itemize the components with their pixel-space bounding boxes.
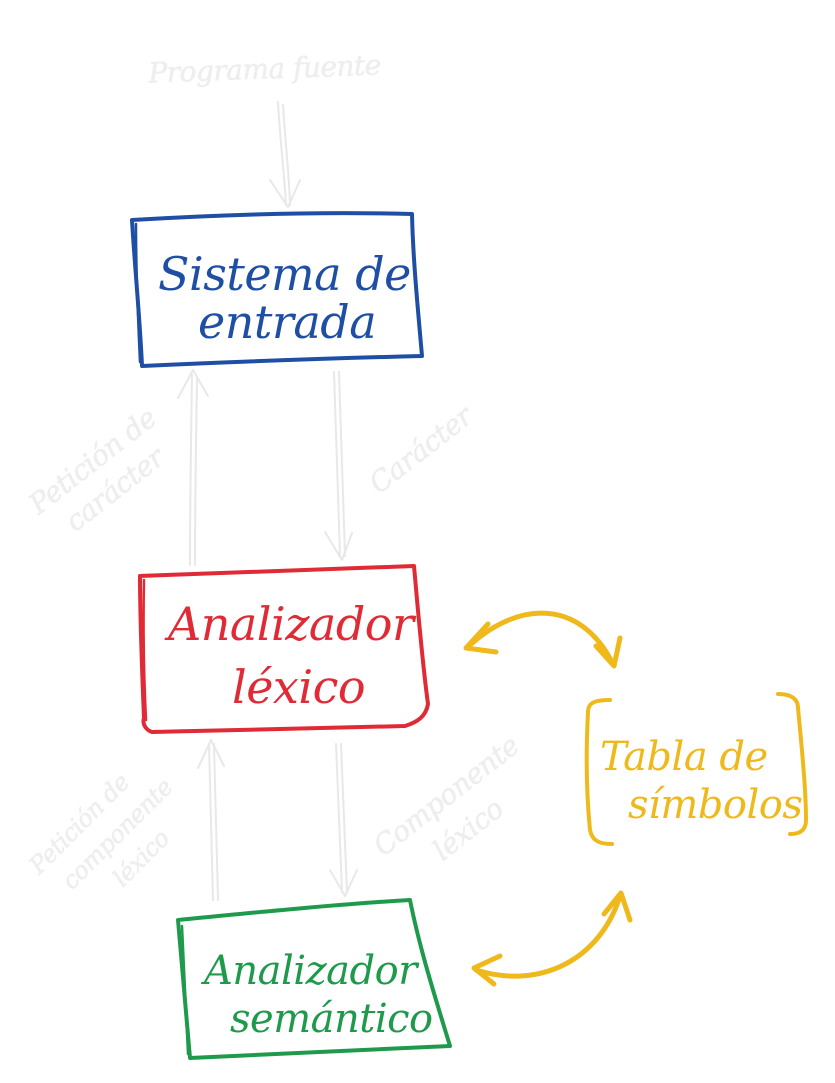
lexer-box — [138, 564, 430, 734]
arrow-token-request — [197, 739, 225, 901]
symbol-table-label-line2: símbolos — [628, 782, 802, 828]
char-label: Carácter — [363, 398, 481, 500]
arrow-lexer-symbol-table — [463, 610, 623, 669]
symbol-table-left-bracket — [584, 698, 614, 846]
semantic-node: Analizador semántico — [176, 898, 452, 1060]
arrow-char-request — [177, 369, 209, 566]
input-system-box — [130, 211, 424, 368]
symbol-table-right-bracket — [776, 692, 808, 836]
input-system-node: Sistema de entrada — [130, 211, 424, 368]
arrow-token — [329, 743, 358, 897]
token-label: Componente léxico — [367, 729, 526, 868]
semantic-label-line2: semántico — [230, 996, 433, 1042]
semantic-label-line1: Analizador — [200, 948, 420, 994]
lexer-node: Analizador léxico — [138, 564, 430, 734]
symbol-table-label-line1: Tabla de — [600, 734, 768, 780]
lexer-label-line1: Analizador — [164, 597, 417, 651]
char-label-line1: Carácter — [363, 398, 480, 500]
lexer-label-line2: léxico — [232, 660, 365, 714]
symbol-table-node: Tabla de símbolos — [584, 692, 808, 846]
input-system-label-line2: entrada — [198, 295, 376, 349]
char-request-label: Petición de carácter — [22, 401, 173, 538]
source-label: Programa fuente — [147, 48, 382, 89]
token-request-label: Petición de componente léxico — [23, 768, 179, 896]
arrow-semantic-symbol-table — [471, 890, 633, 987]
arrow-char — [324, 371, 353, 561]
arrow-source-to-input — [269, 101, 301, 208]
input-system-label-line1: Sistema de — [158, 247, 411, 301]
